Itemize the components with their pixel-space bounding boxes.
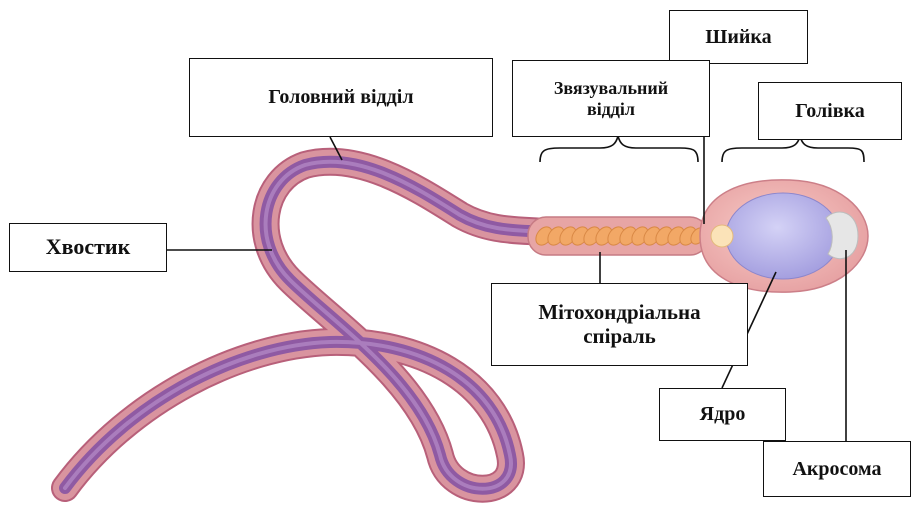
label-acrosome-text: Акросома — [792, 458, 881, 480]
label-head-section-text: Головний відділ — [268, 86, 413, 108]
label-nucleus: Ядро — [659, 388, 786, 441]
centriole — [711, 225, 733, 247]
label-neck-text: Шийка — [705, 26, 771, 48]
tail-flagellum — [65, 162, 545, 489]
label-nucleus-text: Ядро — [700, 403, 746, 425]
label-neck: Шийка — [669, 10, 808, 64]
label-mito-line1: Мітохондріальна — [538, 301, 700, 325]
sperm-head — [700, 180, 868, 292]
label-head: Голівка — [758, 82, 902, 140]
label-tail-text: Хвостик — [46, 235, 131, 260]
label-connecting-section: Звязувальний відділ — [512, 60, 710, 137]
label-head-text: Голівка — [795, 100, 865, 122]
label-head-section: Головний відділ — [189, 58, 493, 137]
midpiece — [528, 217, 708, 255]
nucleus — [726, 193, 840, 279]
label-tail: Хвостик — [9, 223, 167, 272]
label-connecting-line2: відділ — [554, 99, 668, 119]
label-acrosome: Акросома — [763, 441, 911, 497]
label-mitochondrial-spiral: Мітохондріальна спіраль — [491, 283, 748, 366]
label-mito-line2: спіраль — [538, 325, 700, 349]
label-connecting-line1: Звязувальний — [554, 78, 668, 98]
bracket-connecting — [540, 136, 698, 162]
